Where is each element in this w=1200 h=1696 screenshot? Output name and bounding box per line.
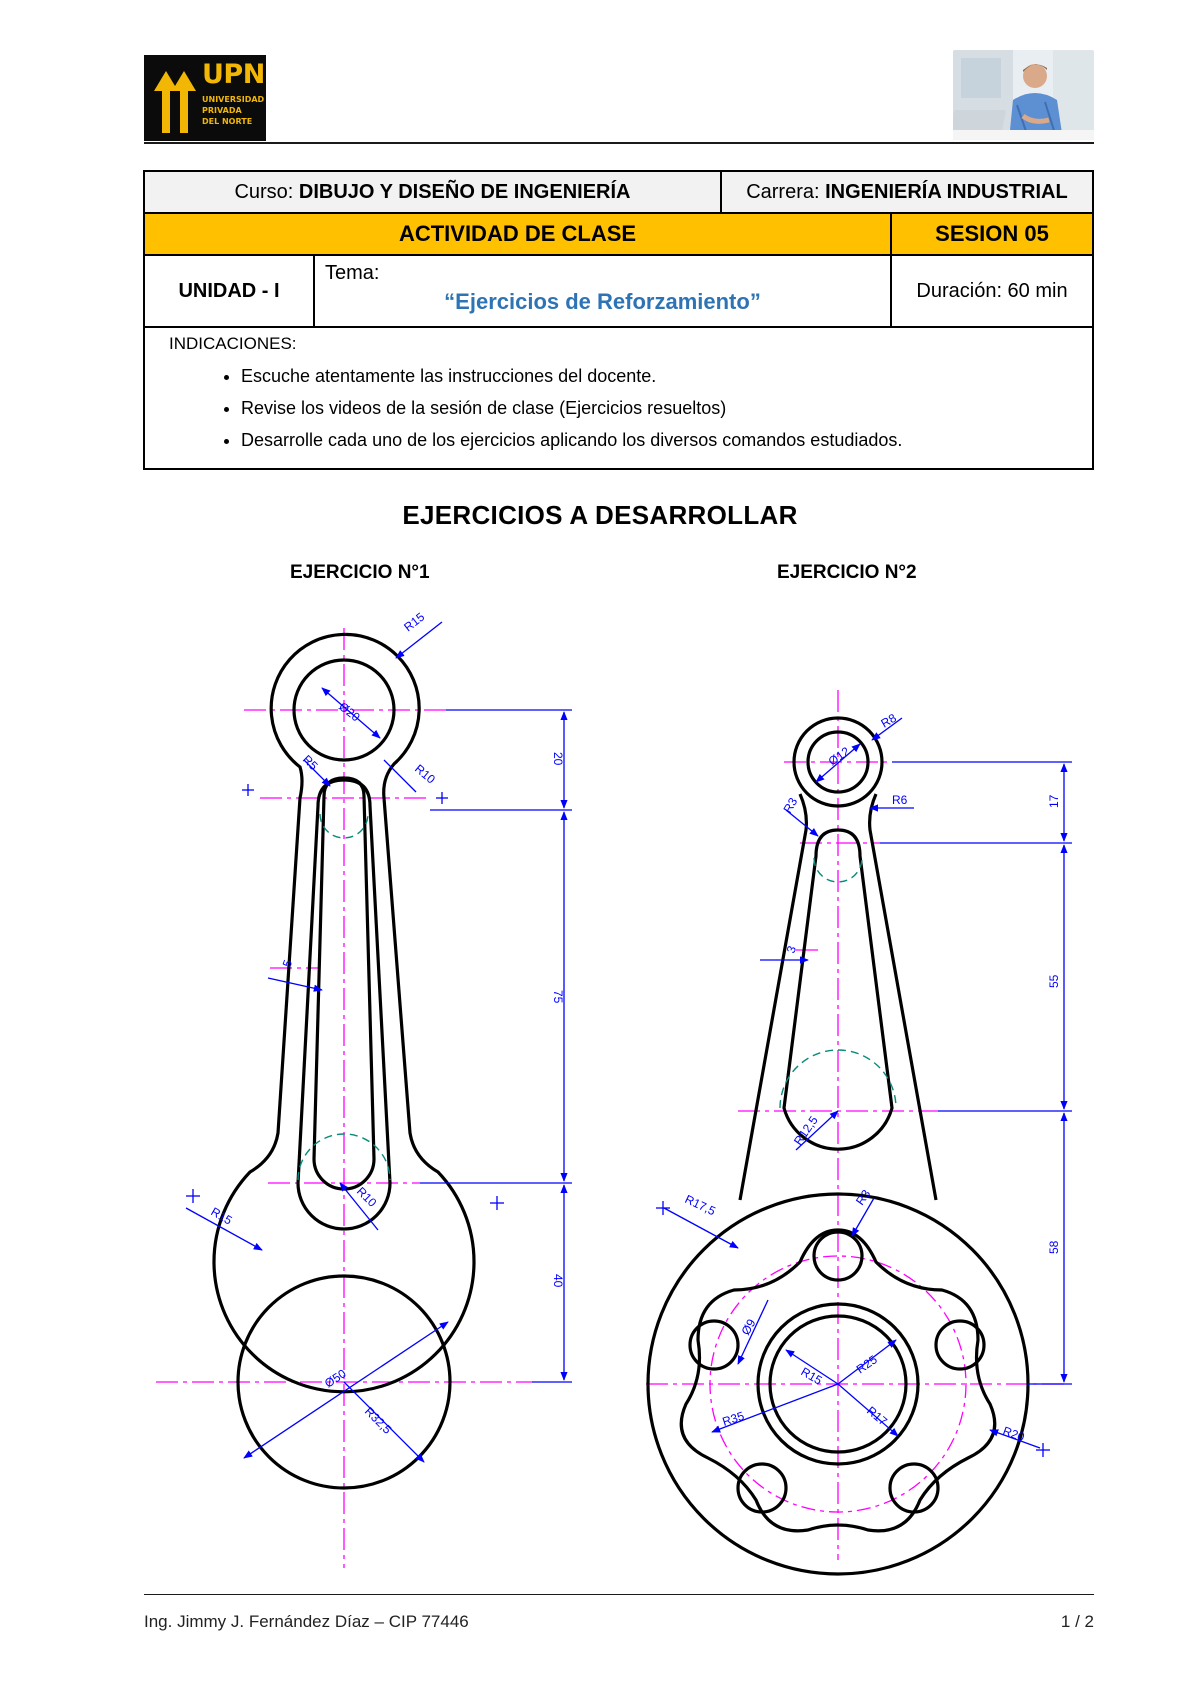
duration-label: Duración: 60 min (890, 254, 1094, 328)
dim-r10-low: R10 (354, 1184, 380, 1210)
instruction-item: Revise los videos de la sesión de clase … (241, 392, 1068, 424)
dim2-r35: R35 (721, 1409, 747, 1429)
page-number: 1 / 2 (1060, 1612, 1094, 1631)
instructions-list: Escuche atentamente las instrucciones de… (169, 360, 1068, 456)
connecting-rod-1: R15 Ø20 R5 R10 20 75 40 5 R10 R15 Ø50 R3… (156, 610, 572, 1568)
section-title: EJERCICIOS A DESARROLLAR (402, 500, 798, 530)
dim-v75: 75 (551, 990, 565, 1004)
dim2-w3: 3 (784, 944, 800, 955)
activity-info-table: Curso: DIBUJO Y DISEÑO DE INGENIERÍA Car… (143, 170, 1095, 470)
course-value: DIBUJO Y DISEÑO DE INGENIERÍA (298, 180, 631, 203)
career-cell: Carrera: INGENIERÍA INDUSTRIAL (719, 170, 1095, 214)
dim2-r6: R6 (892, 793, 908, 807)
logo-line-1: UNIVERSIDAD (202, 95, 265, 104)
dim-v40: 40 (551, 1274, 565, 1288)
logo-arrows-icon (154, 71, 196, 133)
dim2-r17-5: R17,5 (683, 1192, 718, 1218)
dim-r32-5: R32,5 (362, 1404, 395, 1437)
connecting-rod-2: R8 Ø12 R6 R3 3 17 55 58 R12,5 R17,5 R3 Ø… (646, 690, 1072, 1576)
topic-title: “Ejercicios de Reforzamiento” (444, 289, 761, 314)
career-label: Carrera: (746, 180, 826, 203)
exercise-1-title: EJERCICIO N°1 (290, 562, 430, 583)
instruction-item: Escuche atentamente las instrucciones de… (241, 360, 1068, 392)
dim2-v58: 58 (1047, 1240, 1061, 1254)
dim2-r17: R17 (864, 1404, 890, 1429)
activity-title: ACTIVIDAD DE CLASE (143, 212, 892, 256)
header-rule (144, 142, 1094, 144)
dim2-r3: R3 (780, 795, 800, 816)
dim-d50: Ø50 (322, 1366, 349, 1390)
dim-w5: 5 (280, 958, 296, 969)
topic-label: Tema: (325, 262, 380, 284)
dim-v20: 20 (551, 752, 565, 766)
footer-author: Ing. Jimmy J. Fernández Díaz – CIP 77446 (144, 1612, 469, 1631)
course-label: Curso: (234, 180, 299, 203)
dim-r15-low: R15 (209, 1204, 235, 1227)
career-value: INGENIERÍA INDUSTRIAL (825, 180, 1068, 203)
dim-r10-top: R10 (412, 762, 438, 787)
instructions-label: INDICACIONES: (169, 334, 297, 353)
instructions-cell: INDICACIONES: Escuche atentamente las in… (143, 326, 1094, 470)
dim2-d9: Ø9 (738, 1316, 758, 1337)
logo-line-3: DEL NORTE (202, 117, 253, 126)
header-photo (953, 50, 1094, 140)
footer-rule (144, 1594, 1094, 1595)
dim-r15-top: R15 (401, 610, 427, 635)
instruction-item: Desarrolle cada uno de los ejercicios ap… (241, 424, 1068, 456)
logo-text: UPN (202, 59, 265, 90)
exercise-2-title: EJERCICIO N°2 (777, 562, 917, 583)
logo-line-2: PRIVADA (202, 106, 242, 115)
unit-label: UNIDAD - I (143, 254, 315, 328)
topic-cell: Tema: “Ejercicios de Reforzamiento” (313, 254, 892, 328)
course-cell: Curso: DIBUJO Y DISEÑO DE INGENIERÍA (143, 170, 722, 214)
session-number: SESION 05 (890, 212, 1094, 256)
dim-r5: R5 (300, 752, 321, 773)
dim2-r8: R8 (879, 711, 900, 731)
dim2-v17: 17 (1047, 794, 1061, 808)
dim2-v55: 55 (1047, 974, 1061, 988)
upn-logo: UPN UNIVERSIDAD PRIVADA DEL NORTE (144, 55, 266, 141)
dim2-d12: Ø12 (826, 744, 853, 769)
